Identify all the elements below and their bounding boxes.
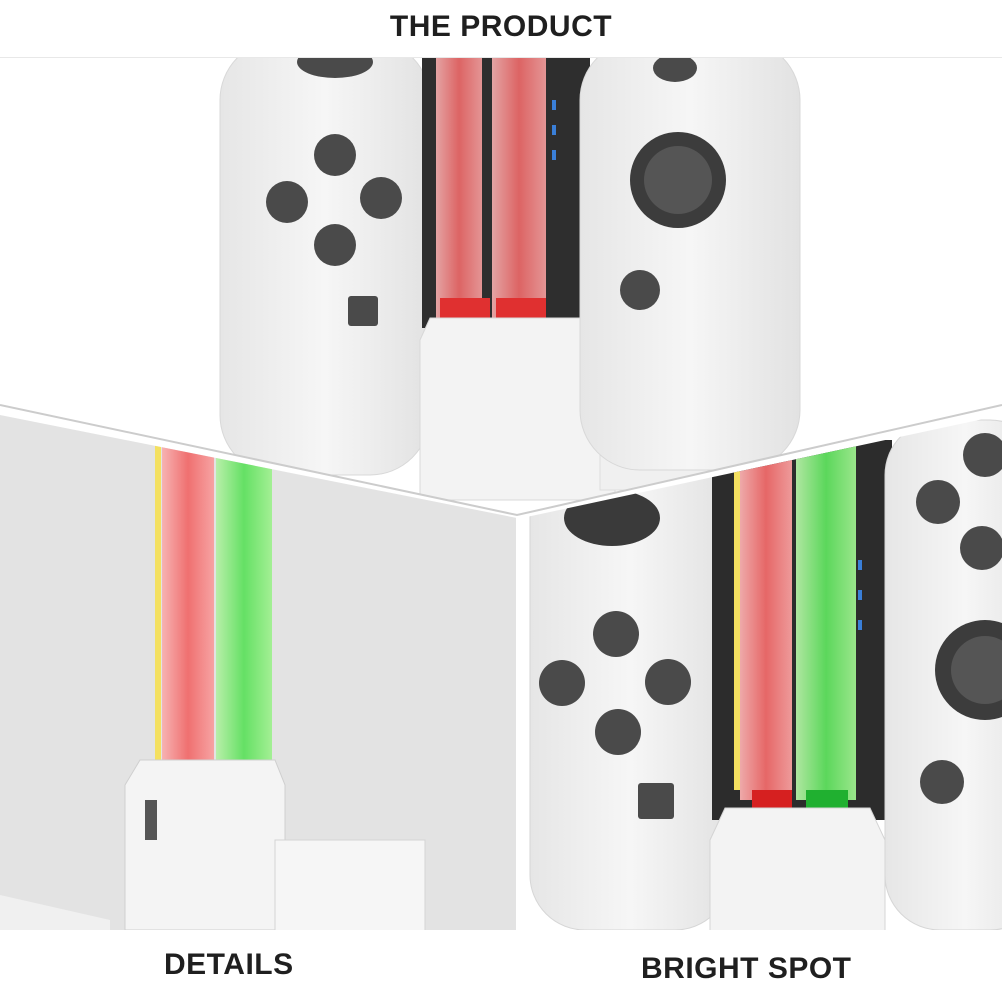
caption-bright-spot: BRIGHT SPOT (641, 952, 852, 985)
green-light-bar-spot (796, 440, 856, 800)
dpad-left-icon (266, 181, 308, 223)
capture-button-icon (348, 296, 378, 326)
right-controller (579, 58, 801, 471)
dpad-right-icon (360, 177, 402, 219)
caption-details: DETAILS (164, 948, 294, 981)
panel-divider (0, 404, 1002, 517)
bottom-right-panel-bright-spot (522, 415, 1002, 930)
green-light-bar-detail (216, 440, 272, 780)
red-light-bar (436, 58, 482, 320)
top-panel-product (0, 58, 1002, 515)
bottom-left-panel-details (0, 415, 517, 930)
home-button-icon (620, 270, 660, 310)
dock-base-spot (709, 807, 886, 930)
dock-base-detail (124, 759, 286, 930)
dpad-up-icon (314, 134, 356, 176)
red-light-bar-detail (162, 440, 214, 780)
red-light-bar-spot (740, 440, 792, 800)
caption-the-product: THE PRODUCT (389, 10, 613, 43)
red-light-bar-2 (492, 58, 546, 320)
dpad-down-icon (314, 224, 356, 266)
